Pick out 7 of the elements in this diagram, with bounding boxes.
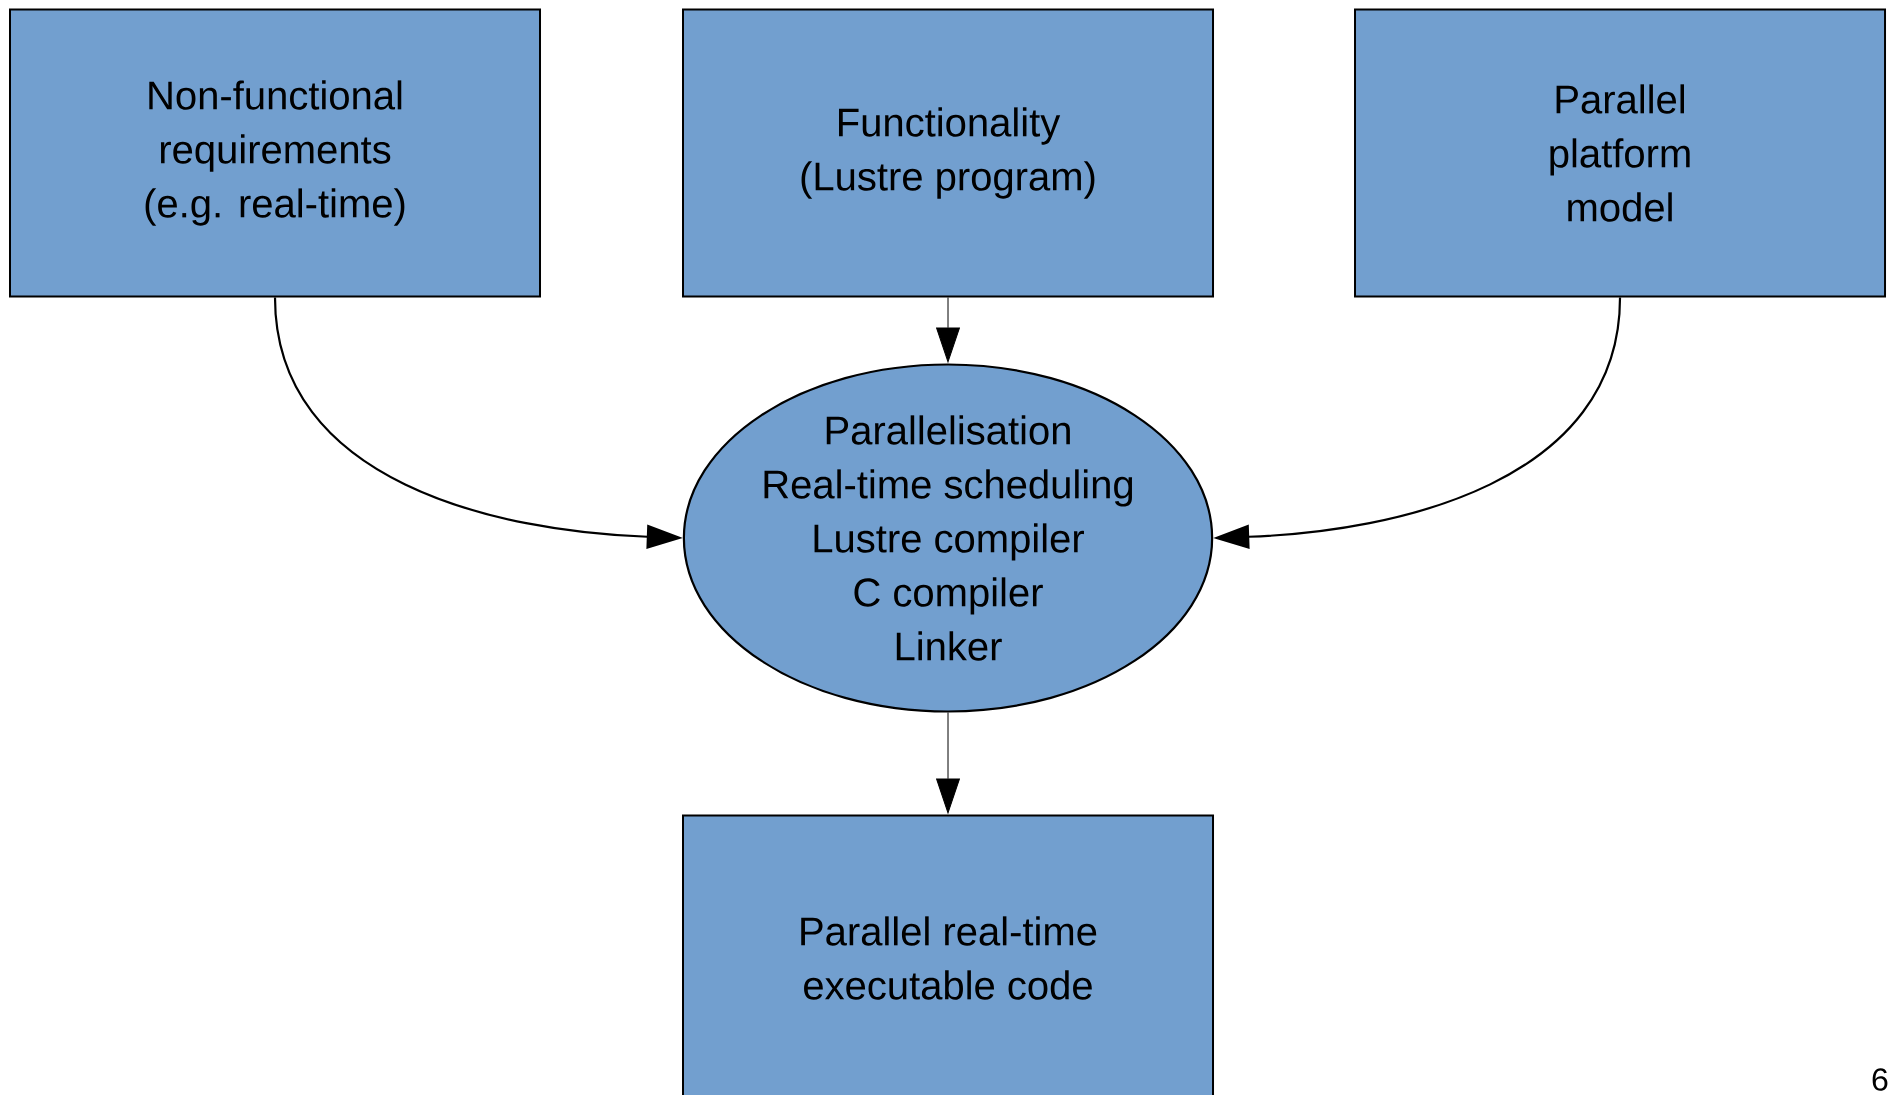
arrow [936,712,960,814]
arrow [936,297,960,363]
process-box: Non-functional requirements (e.g. real-time) [9,8,541,298]
process-box: Functionality (Lustre program) [682,8,1214,298]
page-number: 6 [1872,1068,1888,1091]
process-box: Parallel real-time executable code [682,814,1214,1095]
process-box: Parallel platform model [1354,8,1886,298]
